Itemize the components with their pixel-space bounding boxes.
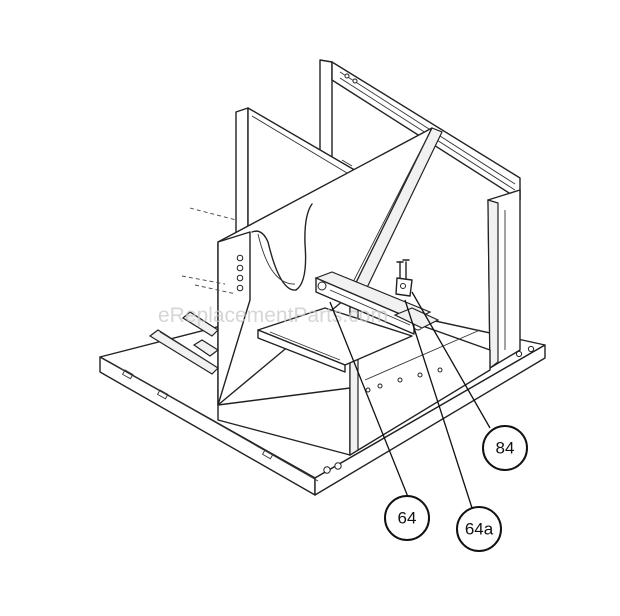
callout-84: 84	[482, 425, 528, 471]
right-side-panel	[487, 189, 521, 370]
mounting-bracket-rail	[314, 271, 440, 335]
callout-64a: 64a	[456, 506, 502, 552]
callout-64: 64	[384, 495, 430, 541]
leader-lines	[329, 291, 491, 509]
watermark-text: eReplacementParts.com	[158, 304, 388, 327]
left-rails	[148, 311, 220, 375]
callout-label-64a: 64a	[465, 520, 494, 539]
callout-label-64: 64	[398, 509, 417, 528]
screw-fasteners	[395, 259, 413, 297]
callout-label-84: 84	[496, 439, 515, 458]
drip-tray	[257, 307, 413, 373]
